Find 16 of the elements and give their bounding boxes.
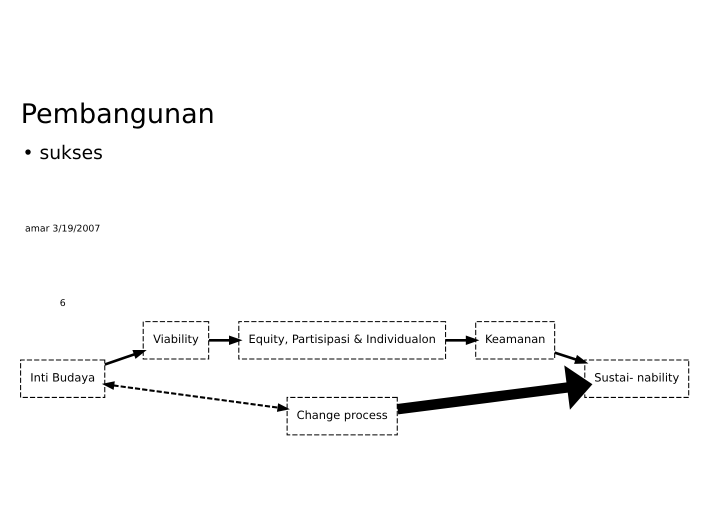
- label: • sukses: [22, 142, 103, 164]
- arrow: [104, 350, 147, 366]
- node-box: Change process: [286, 396, 398, 436]
- arrow: [396, 365, 592, 414]
- node-box: Keamanan: [475, 321, 556, 360]
- node-box: Viability: [142, 321, 210, 360]
- arrow: [554, 351, 588, 364]
- node-box: Equity, Partisipasi & Individualon: [238, 321, 446, 360]
- label: amar 3/19/2007: [25, 223, 100, 234]
- node-box: Sustai- nability: [584, 360, 690, 398]
- diagram-title: Pembangunan: [20, 98, 215, 130]
- arrow: [209, 336, 243, 346]
- label: 6: [60, 298, 66, 310]
- arrow: [102, 381, 290, 412]
- arrow: [446, 336, 480, 346]
- node-box: Inti Budaya: [20, 360, 106, 398]
